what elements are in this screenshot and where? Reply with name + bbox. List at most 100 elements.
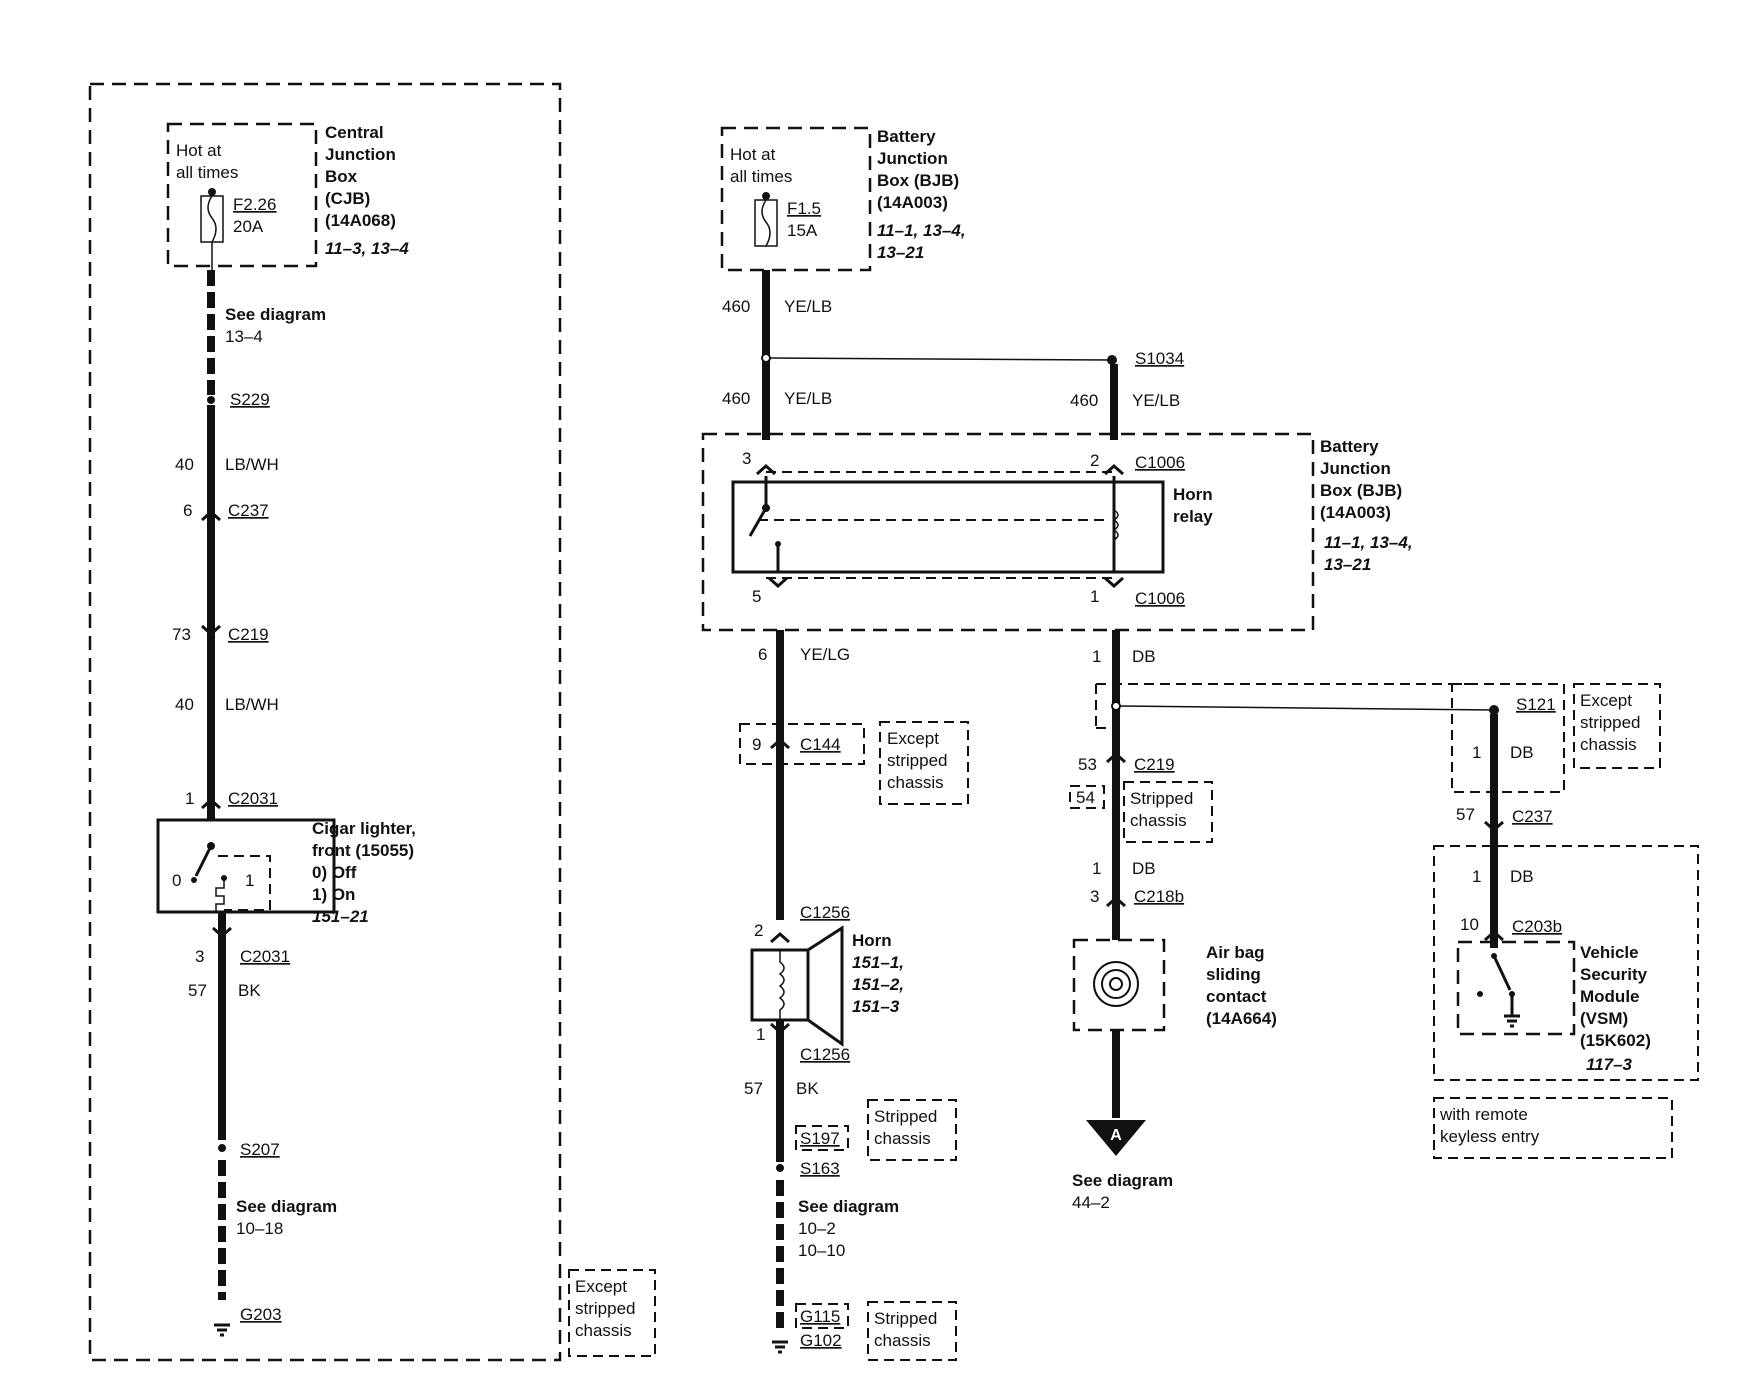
c219-airbag-connector (1106, 751, 1126, 764)
s197-label: S197 (800, 1129, 840, 1148)
bjb-hot-1: Hot at (730, 145, 776, 164)
horn-icon (807, 925, 844, 1047)
c1006-top: C1006 (1135, 453, 1185, 472)
bjb-top-name-3: Box (BJB) (877, 171, 959, 190)
bjb2-name-3: Box (BJB) (1320, 481, 1402, 500)
vsm-name-5: (15K602) (1580, 1031, 1651, 1050)
splice-link-wire (769, 357, 1113, 361)
c2031-top-id: C2031 (228, 789, 278, 808)
airbag-splice (1111, 701, 1121, 711)
bjb-top-refs-2: 13–21 (877, 243, 924, 262)
relay-name-1: Horn (1173, 485, 1213, 504)
vsm-except-2: stripped (1580, 713, 1640, 732)
airbag-name-3: contact (1206, 987, 1267, 1006)
cjb-hot-line2: all times (176, 163, 238, 182)
horn-name: Horn (852, 931, 892, 950)
ground-icon (214, 1323, 230, 1337)
s163-splice (776, 1164, 784, 1172)
lighter-name-1: Cigar lighter, (312, 819, 416, 838)
c144-dash-box (739, 723, 865, 765)
horn-except-3: chassis (887, 773, 944, 792)
g203-label: G203 (240, 1305, 282, 1324)
c219-connector (201, 624, 221, 637)
airbag-contact-box (1072, 938, 1166, 1032)
horn-coil-icon (778, 950, 785, 1020)
cjb-name-2: Junction (325, 145, 396, 164)
c1256-bot-id: C1256 (800, 1045, 850, 1064)
vsm-c237-id: C237 (1512, 807, 1553, 826)
vsm-name-1: Vehicle (1580, 943, 1639, 962)
s1034-splice (1107, 355, 1117, 365)
vsm-w1-color: DB (1510, 743, 1534, 762)
w2-color: LB/WH (225, 695, 279, 714)
vsm-box (1456, 940, 1576, 1036)
c1006-bot: C1006 (1135, 589, 1185, 608)
w1-num: 40 (175, 455, 194, 474)
airbag-wire-color: DB (1132, 647, 1156, 666)
horn-relay-body (731, 480, 1165, 574)
stripped1-1: Stripped (874, 1107, 937, 1126)
g102-label: G102 (800, 1331, 842, 1350)
g115-box (795, 1303, 849, 1329)
vsm-except-3: chassis (1580, 735, 1637, 754)
c219-pin: 73 (172, 625, 191, 644)
clockspring-icon (1093, 961, 1139, 1007)
vsm-option-box (1451, 683, 1565, 793)
cjb-refs: 11–3, 13–4 (325, 239, 409, 258)
vsm-remote-box (1433, 845, 1699, 1081)
horn-wire-num: 6 (758, 645, 767, 664)
remote-2: keyless entry (1440, 1127, 1540, 1146)
stripped1-2: chassis (874, 1129, 931, 1148)
fuse-element-icon (207, 195, 217, 243)
bjb-hot-2: all times (730, 167, 792, 186)
vsm-name-4: (VSM) (1580, 1009, 1628, 1028)
c144-id: C144 (800, 735, 841, 754)
bjb-top-name-4: (14A003) (877, 193, 948, 212)
c2031-bot-pin: 3 (195, 947, 204, 966)
cjb-name-3: Box (325, 167, 358, 186)
lighter-switch-arm (194, 845, 213, 877)
c218b-pin: 3 (1090, 887, 1099, 906)
s207-label: S207 (240, 1140, 280, 1159)
relay-pin2: 2 (1090, 451, 1099, 470)
pin54-label: 54 (1076, 788, 1095, 807)
s121-option-dash (1095, 683, 1476, 729)
airbag-stripped-box (1123, 781, 1213, 843)
horn-except-box (879, 721, 969, 805)
airbag-see-2: 44–2 (1072, 1193, 1110, 1212)
lighter-state-on: 1) On (312, 885, 355, 904)
bjb2-refs-2: 13–21 (1324, 555, 1371, 574)
airbag-stripped-2: chassis (1130, 811, 1187, 830)
horn-ref-3: 151–3 (852, 997, 900, 1016)
relay-pin3: 3 (742, 449, 751, 468)
cjb-name-4: (CJB) (325, 189, 370, 208)
bjb-top-name-1: Battery (877, 127, 936, 146)
left-circuit-outline (88, 82, 562, 1362)
pin2-connector (1104, 463, 1124, 476)
see-top-line2: 13–4 (225, 327, 263, 346)
ground-icon-horn (772, 1340, 788, 1354)
w1-color: LB/WH (225, 455, 279, 474)
stripped-box-2 (867, 1301, 957, 1361)
airbag-c219-id: C219 (1134, 755, 1175, 774)
clockspring-core (1109, 977, 1123, 991)
s229-label: S229 (230, 390, 270, 409)
c203b-id: C203b (1512, 917, 1562, 936)
remote-keyless-box (1433, 1097, 1673, 1159)
cjb-name-1: Central (325, 123, 384, 142)
c203b-connector (1484, 929, 1504, 942)
cjb-fuse-rating: 20A (233, 217, 264, 236)
lighter-state-off: 0) Off (312, 863, 357, 882)
w460c-num: 460 (1070, 391, 1098, 410)
vsm-ref: 117–3 (1586, 1055, 1633, 1074)
bjb-fuse-element-icon (761, 199, 771, 247)
except-box-left (568, 1269, 656, 1357)
horn-bk-color: BK (796, 1079, 819, 1098)
relay-coil-icon (1112, 509, 1119, 541)
pin54-box (1069, 785, 1105, 809)
airbag-stripped-1: Stripped (1130, 789, 1193, 808)
lighter-element-icon (215, 878, 225, 912)
vsm-ground-icon (1504, 1014, 1520, 1028)
stripped2-2: chassis (874, 1331, 931, 1350)
c2031-bot-id: C2031 (240, 947, 290, 966)
